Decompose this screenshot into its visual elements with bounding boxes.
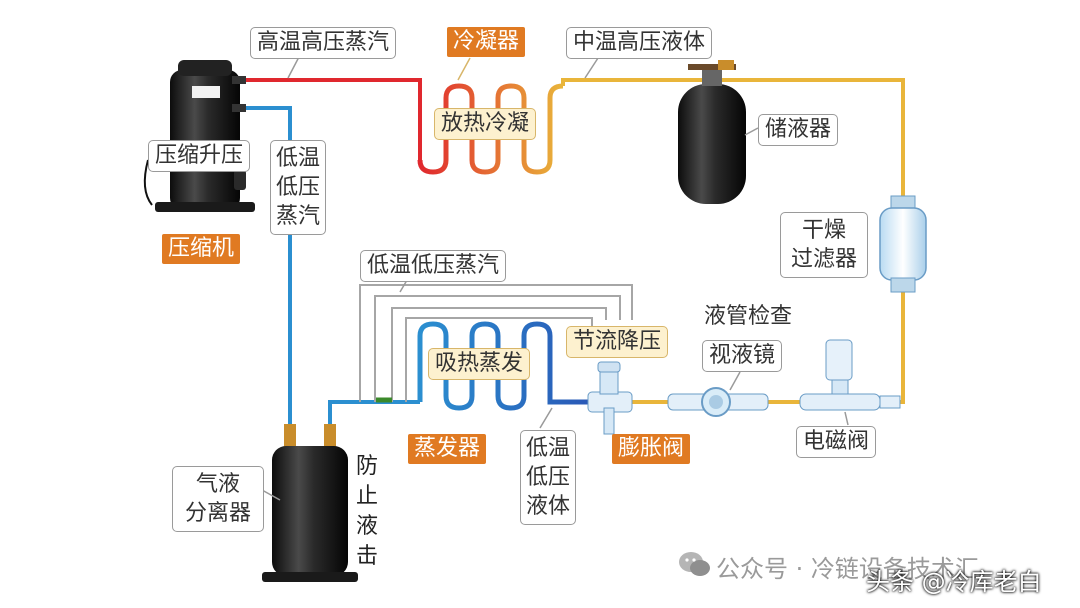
vapor-line-1: 低温: [275, 146, 320, 171]
separator-shape: [262, 424, 358, 582]
watermark-source: 头条 @冷库老白: [866, 568, 1042, 596]
sight-glass-shape: [667, 387, 769, 417]
dryer-line-1: 干燥: [801, 218, 846, 243]
label-heat-absorb: 吸热蒸发: [428, 348, 531, 380]
label-liquid-check: 液管检查: [704, 304, 793, 329]
watermark-account: 公众号 · 冷链设备技术汇: [716, 555, 979, 583]
label-dryer-filter: 干燥 过滤器: [780, 212, 868, 278]
evaporator-outlet-pipe: [328, 400, 420, 435]
tag-evaporator: 蒸发器: [408, 434, 487, 464]
separator-line-2: 分离器: [184, 501, 251, 526]
solenoid-valve-shape: [799, 339, 901, 411]
dryer-filter-shape: [879, 195, 927, 293]
discharge-pipe: [232, 78, 422, 160]
condenser-coil: [417, 83, 564, 175]
label-throttle: 节流降压: [566, 326, 669, 358]
tag-condenser: 冷凝器: [447, 27, 526, 57]
tag-compressor: 压缩机: [162, 234, 241, 264]
vapor-line-2: 低压: [275, 175, 320, 200]
compressor-shape: [143, 60, 255, 212]
anti-slug-char-1: 防: [355, 454, 378, 479]
tag-expansion-valve: 膨胀阀: [612, 434, 691, 464]
receiver-shape: [678, 60, 746, 204]
separator-line-1: 气液: [195, 472, 240, 497]
label-anti-slug: 防 止 液 击: [354, 452, 380, 572]
label-heat-release: 放热冷凝: [434, 108, 537, 140]
liquid-line-3: 液体: [525, 494, 570, 519]
dryer-line-2: 过滤器: [790, 247, 857, 272]
label-receiver: 储液器: [758, 114, 839, 146]
wechat-icon: [679, 552, 710, 576]
distributor-tubes: [359, 284, 633, 402]
label-solenoid-valve: 电磁阀: [796, 426, 877, 458]
label-mid-temp-liquid: 中温高压液体: [566, 27, 713, 59]
label-separator: 气液 分离器: [172, 466, 264, 532]
evaporator-coil: [417, 321, 600, 411]
label-low-temp-vapor-top: 低温低压蒸汽: [360, 250, 507, 282]
suction-pipe: [232, 106, 292, 435]
label-sight-glass: 视液镜: [702, 340, 783, 372]
label-low-temp-liquid: 低温 低压 液体: [520, 430, 576, 525]
anti-slug-char-3: 液: [355, 514, 378, 539]
label-low-temp-vapor-vertical: 低温 低压 蒸汽: [270, 140, 326, 235]
liquid-pipe: [561, 78, 905, 200]
liquid-line-2: 低压: [525, 465, 570, 490]
expansion-valve-shape: [587, 361, 633, 435]
anti-slug-char-2: 止: [355, 484, 378, 509]
vapor-line-3: 蒸汽: [275, 204, 320, 229]
label-compress: 压缩升压: [148, 140, 251, 172]
liquid-line-1: 低温: [525, 436, 570, 461]
label-high-temp-vapor: 高温高压蒸汽: [250, 27, 397, 59]
anti-slug-char-4: 击: [355, 544, 378, 569]
